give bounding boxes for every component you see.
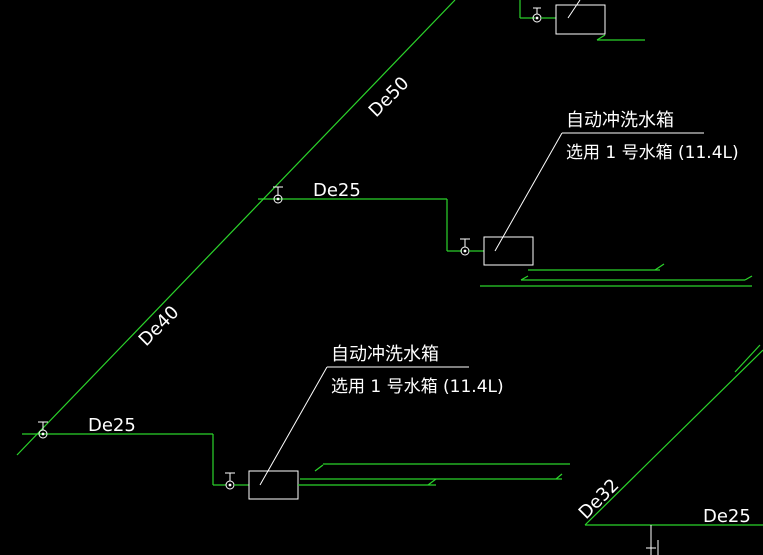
- middle-leader-line: [494, 132, 563, 252]
- lower-flush-pipe-tick-b: [555, 473, 563, 480]
- lower-leader-line: [259, 366, 328, 486]
- lower-tank-group: [22, 366, 570, 500]
- right-riser-offset: [734, 344, 761, 373]
- note-title-middle: 自动冲洗水箱: [566, 110, 674, 131]
- top-drain-tick: [596, 34, 606, 41]
- top-tank-group: [519, 0, 645, 41]
- middle-flush-tank: [483, 236, 534, 266]
- note-spec-lower: 选用 1 号水箱 (11.4L): [331, 377, 504, 397]
- lower-flush-pipe-tick-c: [314, 464, 324, 472]
- middle-valve-icon: [273, 194, 283, 204]
- note-title-lower: 自动冲洗水箱: [331, 344, 439, 365]
- lower-tank-valve-dot-icon: [228, 483, 232, 487]
- main-riser-pipe: [16, 0, 456, 456]
- de25-label-lower: De25: [88, 415, 136, 436]
- note-spec-middle: 选用 1 号水箱 (11.4L): [566, 143, 739, 163]
- middle-valve-dot-icon: [276, 197, 280, 201]
- de40-label: De40: [135, 302, 184, 351]
- middle-tank-valve-dot-icon: [463, 249, 467, 253]
- top-leader-line: [567, 0, 581, 19]
- middle-flush-pipe-tick-c: [654, 263, 665, 271]
- de25-label-right: De25: [703, 506, 751, 527]
- bottom-right-branch: [585, 524, 763, 555]
- middle-flush-pipe-tick-a: [520, 275, 529, 281]
- right-riser-pipe: [584, 349, 763, 526]
- lower-valve-icon: [38, 429, 48, 439]
- lower-flush-pipe-tick-a: [427, 478, 437, 486]
- lower-flush-tank: [248, 470, 299, 500]
- valve-dot-icon: [535, 16, 539, 20]
- de50-label: De50: [365, 73, 414, 122]
- middle-tank-group: [258, 132, 753, 287]
- middle-flush-pipe-tick-b: [744, 275, 753, 281]
- top-flush-tank: [555, 4, 606, 35]
- lower-valve-dot-icon: [41, 432, 45, 436]
- de32-label: De32: [575, 475, 624, 524]
- de25-label-middle: De25: [313, 180, 361, 201]
